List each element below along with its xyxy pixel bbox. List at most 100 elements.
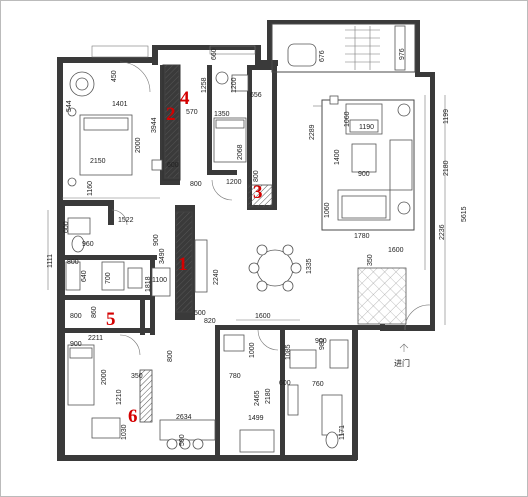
dim-2180a: 2180	[443, 160, 450, 176]
room-mark-1: 1	[178, 254, 188, 275]
balcony-mid	[209, 45, 256, 55]
entrance-door-swing	[404, 304, 431, 331]
dim-1199: 1199	[443, 109, 450, 124]
dim-600b: 600	[63, 221, 70, 233]
dim-2240: 2240	[213, 269, 220, 285]
dim-600c: 600	[279, 380, 291, 387]
dim-800c: 800	[67, 259, 79, 266]
dim-800b: 800	[253, 170, 260, 182]
entrance-arrow	[399, 343, 409, 352]
dim-640: 640	[81, 270, 88, 282]
dim-2000a: 2000	[135, 137, 142, 153]
dim-2211: 2211	[88, 335, 103, 342]
dim-1030: 1030	[121, 424, 128, 440]
dim-2150: 2150	[90, 158, 106, 165]
dim-500a: 500	[194, 310, 206, 317]
dim-656: 656	[250, 92, 262, 99]
dim-1060a: 1060	[344, 111, 351, 127]
dim-900d: 900	[315, 338, 327, 345]
dim-2289: 2289	[309, 124, 316, 140]
dim-1600a: 1600	[388, 247, 404, 254]
dim-570: 570	[186, 109, 198, 116]
dimension-labels: 450 1401 544 2150 2000 3944 600 1160 125…	[47, 48, 468, 446]
dim-350b: 350	[131, 373, 143, 380]
dim-3944: 3944	[151, 117, 158, 133]
dim-976: 976	[399, 48, 406, 60]
dim-1258: 1258	[201, 77, 208, 93]
dim-800a: 800	[190, 181, 202, 188]
dim-1200a: 1200	[231, 77, 238, 93]
room-mark-6: 6	[128, 406, 138, 427]
dim-960: 960	[82, 241, 94, 248]
dim-2465: 2465	[254, 390, 261, 406]
entrance-tiles	[357, 267, 407, 325]
dim-1335: 1335	[306, 258, 313, 274]
dim-900a: 900	[358, 171, 370, 178]
balcony	[271, 23, 416, 73]
dim-700: 700	[105, 272, 112, 284]
dim-1085: 1085	[285, 344, 292, 360]
dim-900b: 900	[153, 234, 160, 246]
dim-1499: 1499	[248, 415, 264, 422]
room-mark-4: 4	[180, 88, 190, 109]
dim-350: 350	[367, 254, 374, 266]
living-room	[321, 95, 415, 231]
dim-2180b: 2180	[265, 388, 272, 404]
dim-2236: 2236	[439, 224, 446, 240]
dim-1350: 1350	[214, 111, 230, 118]
dim-3490: 3490	[159, 248, 166, 264]
dim-1171: 1171	[339, 425, 346, 440]
entrance-label: 进门	[394, 358, 410, 368]
dim-900c: 900	[70, 341, 82, 348]
second-bedroom	[211, 71, 249, 201]
dim-1600b: 1600	[255, 313, 271, 320]
bedroom-bottom-left	[67, 334, 216, 450]
dim-660: 660	[211, 48, 218, 60]
bathroom-left	[65, 209, 143, 291]
room-marks: 1 2 3 4 5 6	[106, 88, 263, 427]
dim-2068: 2068	[237, 144, 244, 160]
wardrobe-room2	[164, 64, 180, 179]
room-mark-5: 5	[106, 309, 116, 330]
dim-2000b: 2000	[101, 369, 108, 385]
dim-500b: 500	[179, 434, 186, 446]
dim-820: 820	[204, 318, 216, 325]
dim-1522: 1522	[118, 217, 134, 224]
cabinet-room6	[139, 369, 153, 423]
dim-1060b: 1060	[324, 202, 331, 218]
dim-860: 860	[91, 306, 98, 318]
dimension-lines	[47, 95, 446, 325]
dining-area	[194, 239, 302, 293]
dim-2634: 2634	[176, 414, 192, 421]
dim-980: 980	[319, 338, 326, 350]
dim-1780: 1780	[354, 233, 370, 240]
dim-676: 676	[319, 50, 326, 62]
dim-1818: 1818	[145, 276, 152, 292]
dim-800e: 800	[167, 350, 174, 362]
dim-544: 544	[66, 100, 73, 112]
bathroom-bottom	[223, 329, 349, 453]
dim-450: 450	[111, 70, 118, 82]
dim-800d: 800	[70, 313, 82, 320]
dim-1200b: 1200	[226, 179, 242, 186]
dim-780: 780	[229, 373, 241, 380]
dim-1000: 1000	[249, 342, 256, 358]
dim-1400: 1400	[334, 149, 341, 165]
storage	[151, 267, 171, 297]
cabinet-corridor	[175, 211, 193, 313]
master-bedroom	[67, 61, 163, 187]
dim-1100: 1100	[152, 277, 167, 284]
dim-1401: 1401	[112, 101, 128, 108]
dim-1111: 1111	[47, 254, 54, 268]
dim-5615: 5615	[461, 206, 468, 222]
dim-1210: 1210	[116, 389, 123, 405]
dim-1160: 1160	[87, 181, 94, 196]
room-mark-3: 3	[253, 182, 263, 203]
balcony-left	[91, 45, 149, 58]
dim-760: 760	[312, 381, 324, 388]
dim-1190: 1190	[359, 124, 374, 131]
closet-room3	[247, 184, 273, 208]
dim-600a: 600	[167, 162, 179, 169]
room-mark-2: 2	[166, 104, 176, 125]
